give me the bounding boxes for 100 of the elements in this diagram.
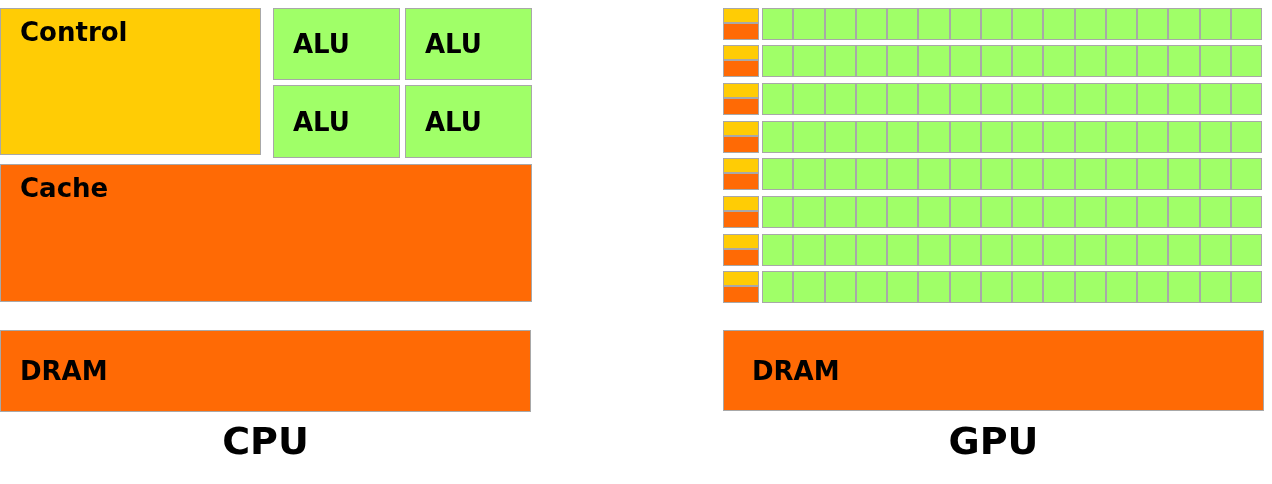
alu-block — [1074, 158, 1106, 191]
alu-block — [1105, 82, 1137, 115]
alu-block — [949, 158, 981, 191]
alu-block — [918, 82, 950, 115]
block-label: ALU — [425, 31, 482, 57]
control-block — [723, 45, 759, 61]
alu-block — [949, 271, 981, 304]
alu-block — [949, 233, 981, 266]
alu-block — [1230, 233, 1262, 266]
alu-block — [1043, 233, 1075, 266]
alu-block — [1137, 271, 1169, 304]
block-label: DRAM — [20, 358, 108, 384]
alu-block — [793, 233, 825, 266]
alu-block — [1012, 233, 1044, 266]
alu-block — [1168, 7, 1200, 40]
alu-block — [824, 82, 856, 115]
alu-block — [762, 196, 794, 228]
alu-block — [1199, 158, 1231, 191]
alu-block — [855, 196, 887, 228]
alu-block — [1074, 45, 1106, 78]
alu-block — [1230, 196, 1262, 228]
alu-block — [1043, 82, 1075, 115]
alu-block — [1074, 233, 1106, 266]
alu-block — [1168, 82, 1200, 115]
alu-block — [980, 120, 1012, 153]
cache-block — [0, 164, 532, 302]
alu-block — [887, 196, 919, 228]
alu-block — [918, 120, 950, 153]
cache-block — [723, 286, 759, 304]
alu-block — [980, 45, 1012, 78]
alu-block — [762, 82, 794, 115]
alu-block — [1105, 120, 1137, 153]
alu-block — [1199, 233, 1231, 266]
block-label: Control — [20, 19, 128, 45]
control-block — [0, 8, 261, 155]
alu-block — [887, 233, 919, 266]
alu-block — [1230, 45, 1262, 78]
alu-block — [1012, 45, 1044, 78]
alu-block — [1168, 271, 1200, 304]
alu-block — [793, 82, 825, 115]
alu-block — [1168, 158, 1200, 191]
alu-block — [1043, 45, 1075, 78]
alu-block — [1105, 233, 1137, 266]
alu-block — [1105, 45, 1137, 78]
alu-block — [855, 271, 887, 304]
alu-block — [980, 7, 1012, 40]
alu-block — [918, 7, 950, 40]
block-label: ALU — [425, 108, 482, 135]
alu-block — [918, 45, 950, 78]
alu-block — [1137, 233, 1169, 266]
alu-block — [1043, 158, 1075, 191]
alu-block — [1074, 120, 1106, 153]
alu-block — [762, 158, 794, 191]
alu-block — [824, 45, 856, 78]
alu-block — [1074, 7, 1106, 40]
chip-caption: CPU — [222, 422, 309, 460]
alu-block — [1137, 120, 1169, 153]
alu-block — [405, 85, 532, 158]
alu-block — [1168, 196, 1200, 228]
alu-block — [405, 8, 532, 80]
alu-block — [980, 158, 1012, 191]
cache-block — [723, 60, 759, 78]
alu-block — [1168, 233, 1200, 266]
alu-block — [887, 82, 919, 115]
alu-block — [793, 271, 825, 304]
cache-block — [723, 211, 759, 228]
alu-block — [1012, 158, 1044, 191]
alu-block — [1230, 158, 1262, 191]
alu-block — [887, 7, 919, 40]
alu-block — [1199, 196, 1231, 228]
alu-block — [1012, 120, 1044, 153]
control-block — [723, 82, 759, 98]
alu-block — [980, 82, 1012, 115]
chip-caption: GPU — [948, 422, 1039, 460]
alu-block — [1012, 196, 1044, 228]
alu-block — [1168, 45, 1200, 78]
alu-block — [824, 271, 856, 304]
alu-block — [762, 7, 794, 40]
control-block — [723, 233, 759, 249]
alu-block — [1230, 120, 1262, 153]
alu-block — [1199, 120, 1231, 153]
alu-block — [1199, 271, 1231, 304]
cache-block — [723, 173, 759, 191]
alu-block — [1230, 82, 1262, 115]
control-block — [723, 158, 759, 174]
alu-block — [824, 233, 856, 266]
alu-block — [1230, 271, 1262, 304]
alu-block — [762, 233, 794, 266]
alu-block — [949, 7, 981, 40]
block-label: ALU — [293, 31, 350, 57]
alu-block — [1137, 196, 1169, 228]
alu-block — [918, 271, 950, 304]
alu-block — [1012, 7, 1044, 40]
alu-block — [1043, 196, 1075, 228]
alu-block — [1199, 7, 1231, 40]
alu-block — [855, 7, 887, 40]
alu-block — [824, 7, 856, 40]
alu-block — [793, 196, 825, 228]
alu-block — [1043, 120, 1075, 153]
alu-block — [1043, 7, 1075, 40]
